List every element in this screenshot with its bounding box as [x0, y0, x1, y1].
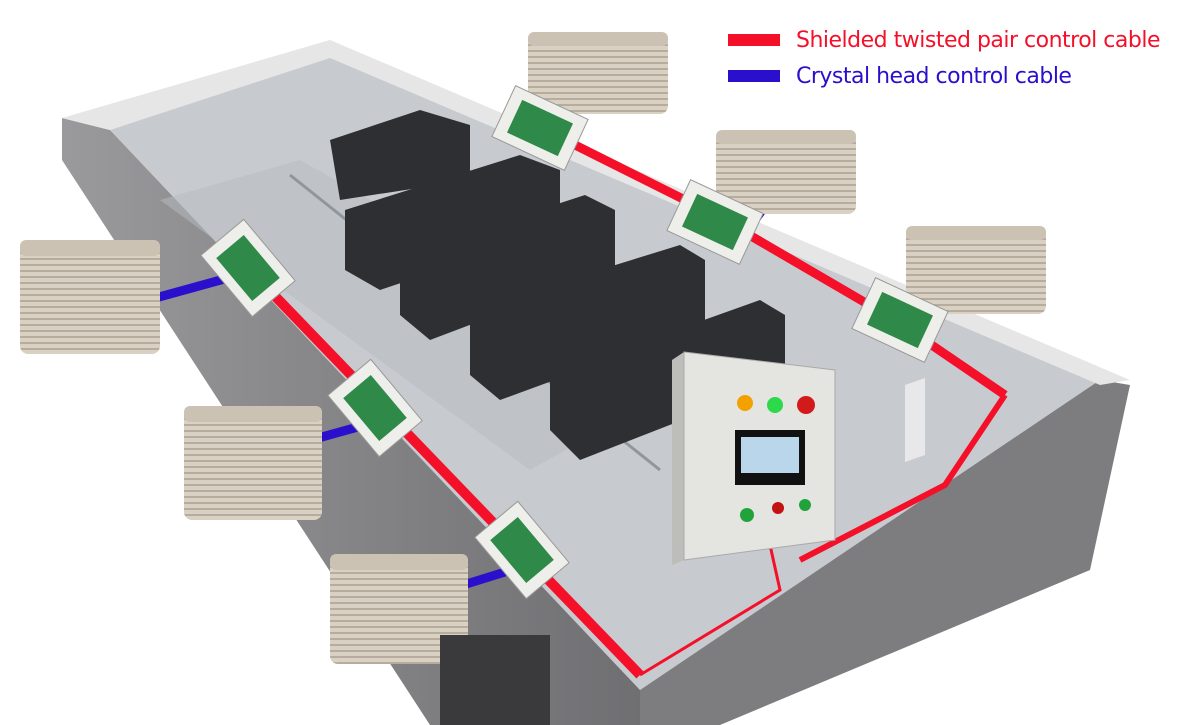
shielded-cable	[241, 125, 1008, 679]
stop-button	[772, 502, 784, 514]
legend-item-crystal: Crystal head control cable	[728, 58, 1160, 94]
controller	[474, 500, 570, 600]
cooler	[330, 554, 468, 664]
reset-button	[799, 499, 811, 511]
outer-wall-right	[640, 380, 1130, 725]
controller-boxes	[200, 85, 949, 600]
controller	[200, 218, 296, 318]
red-swatch	[728, 34, 780, 46]
controller	[491, 85, 589, 171]
cooler	[906, 226, 1046, 314]
server-racks	[330, 110, 785, 460]
cooler	[528, 32, 668, 114]
run-light	[767, 397, 783, 413]
legend-item-shielded: Shielded twisted pair control cable	[728, 22, 1160, 58]
cooler	[20, 240, 160, 354]
controller	[851, 277, 949, 363]
wall-top-back	[62, 40, 1130, 385]
emergency-stop	[797, 396, 815, 414]
controller	[327, 358, 423, 458]
cooler	[184, 406, 322, 520]
evaporative-coolers	[20, 32, 1046, 664]
legend-label: Crystal head control cable	[796, 63, 1072, 89]
ac-unit	[905, 378, 925, 462]
control-panel	[672, 351, 836, 565]
entry-door	[440, 635, 550, 725]
legend: Shielded twisted pair control cable Crys…	[728, 22, 1160, 94]
alarm-light	[737, 395, 753, 411]
blue-swatch	[728, 70, 780, 82]
start-button	[740, 508, 754, 522]
legend-label: Shielded twisted pair control cable	[796, 27, 1160, 53]
cooler	[716, 130, 856, 214]
controller	[666, 179, 764, 265]
